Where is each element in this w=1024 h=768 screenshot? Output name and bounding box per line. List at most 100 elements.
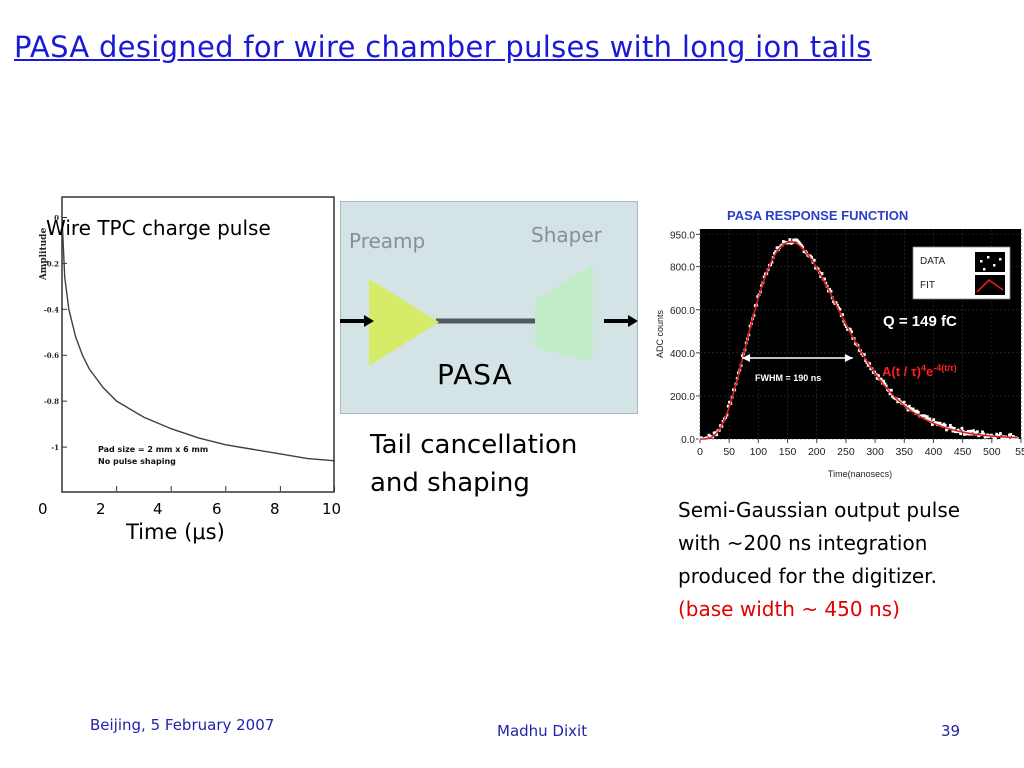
data-point: [773, 252, 776, 255]
legend-data-swatch: [975, 252, 1005, 272]
y-tick-label: 0: [54, 213, 59, 222]
x-tick-label: 6: [212, 500, 222, 518]
legend-data-label: DATA: [920, 256, 946, 267]
data-point: [798, 242, 802, 246]
fwhm-marker: [742, 354, 853, 362]
preamp-label: Preamp: [349, 229, 426, 253]
pasa-block: [340, 201, 638, 414]
y-tick-label: 200.0: [670, 392, 695, 403]
data-point: [909, 407, 912, 410]
charge-annotation: Q = 149 fC: [883, 313, 957, 330]
data-point: [945, 428, 948, 432]
data-point: [999, 432, 1002, 435]
data-point: [1011, 435, 1015, 438]
data-point: [907, 404, 911, 408]
formula-part: 4: [921, 363, 926, 373]
y-tick-label: -0.6: [44, 351, 59, 360]
y-tick-label: -1: [51, 443, 59, 452]
fwhm-arrow-right: [844, 354, 853, 362]
legend-fit-swatch: [975, 275, 1005, 295]
data-point: [913, 409, 916, 413]
data-point: [810, 256, 814, 259]
y-tick-label: -0.4: [44, 305, 59, 314]
pasa-label: PASA: [437, 358, 513, 391]
fwhm-arrow-left: [742, 354, 751, 362]
data-point: [800, 244, 803, 247]
x-tick-label: 55: [1015, 446, 1024, 458]
data-point: [959, 432, 963, 436]
preamp-triangle: [369, 279, 439, 366]
data-point: [877, 374, 880, 378]
data-point: [951, 429, 955, 433]
slide-number: 39: [941, 722, 961, 740]
data-point: [956, 428, 960, 432]
data-point: [797, 240, 801, 244]
legend-data-marker: [980, 260, 983, 263]
desc-line: Semi-Gaussian output pulse: [678, 498, 961, 522]
formula-part: -4(t/τ): [933, 363, 957, 373]
slide-title: PASA designed for wire chamber pulses wi…: [14, 30, 872, 64]
annotation-no-shaping: No pulse shaping: [98, 457, 176, 466]
shaper-block: [535, 264, 593, 362]
x-tick-label: 50: [723, 446, 735, 458]
data-point: [868, 362, 871, 366]
y-tick-label: -0.2: [44, 259, 59, 268]
y-tick-label: 400.0: [670, 349, 695, 360]
formula-part: e: [926, 364, 933, 379]
data-point: [931, 423, 934, 426]
x-tick-label: 4: [153, 500, 163, 518]
data-point: [906, 408, 910, 412]
data-point: [740, 354, 744, 358]
x-tick-label: 2: [96, 500, 106, 518]
pasa-caption: Tail cancellation and shaping: [370, 426, 577, 502]
output-description: Semi-Gaussian output pulse with ~200 ns …: [678, 494, 960, 626]
x-tick-label: 0: [38, 500, 48, 518]
data-point: [1010, 437, 1014, 441]
x-tick-label: 350: [896, 446, 914, 458]
data-point: [924, 417, 928, 421]
data-point: [714, 431, 717, 435]
data-point: [862, 353, 866, 356]
x-tick-label: 100: [750, 446, 768, 458]
data-point: [963, 432, 966, 436]
data-point: [995, 432, 999, 436]
data-point: [884, 384, 888, 388]
data-point: [850, 330, 853, 334]
legend-fit-line: [976, 278, 1004, 293]
data-point: [948, 423, 952, 427]
data-point: [832, 300, 835, 304]
data-point: [823, 277, 826, 281]
data-point: [902, 400, 906, 404]
data-point: [923, 414, 927, 418]
data-point: [952, 426, 956, 430]
data-point: [961, 429, 965, 433]
x-tick-label: 150: [779, 446, 797, 458]
data-point: [715, 433, 719, 437]
y-tick-label: 950.0: [670, 230, 695, 241]
data-point: [969, 429, 973, 433]
data-point: [955, 430, 959, 434]
legend-fit-label: FIT: [920, 280, 935, 291]
formula-annotation: A(t / τ)4e-4(t/τ): [882, 363, 957, 379]
data-point: [838, 307, 842, 311]
data-point: [834, 301, 838, 305]
data-point: [938, 421, 942, 425]
base-width-note: (base width ~ 450 ns): [678, 597, 900, 621]
x-tick-label: 10: [322, 500, 342, 518]
data-point: [775, 246, 779, 250]
data-point: [879, 377, 883, 381]
data-point: [934, 421, 938, 425]
data-point: [883, 382, 887, 386]
desc-line: produced for the digitizer.: [678, 564, 937, 588]
caption-line: Tail cancellation: [370, 430, 578, 460]
data-point: [820, 272, 824, 275]
x-axis-label: Time(nanosecs): [828, 469, 892, 479]
data-point: [809, 254, 812, 258]
y-tick-label: 600.0: [670, 306, 695, 317]
data-point: [972, 429, 975, 433]
footer-location-date: Beijing, 5 February 2007: [90, 716, 275, 734]
y-tick-label: -0.8: [44, 397, 59, 406]
data-point: [774, 250, 778, 253]
